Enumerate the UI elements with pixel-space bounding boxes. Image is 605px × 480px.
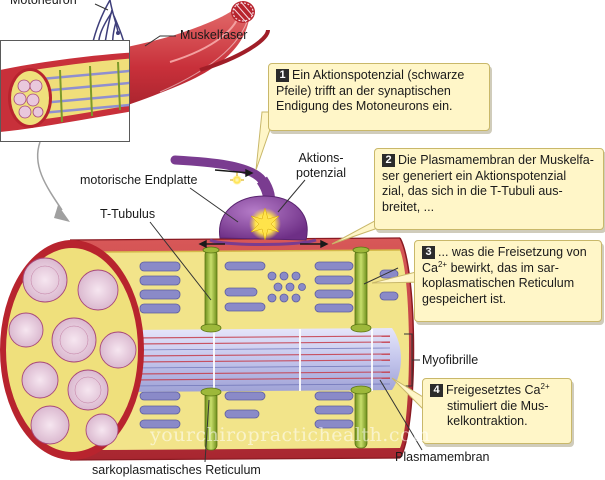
- watermark: yourchiropractichealth.com: [150, 424, 431, 446]
- callout-3-text-2: bewirkt, das im sar-: [450, 260, 559, 275]
- callout-3-ion: Ca: [422, 260, 438, 275]
- motoneuron-label: Motoneuron: [10, 0, 77, 7]
- callout-2-line-3: zial, das sich in die T-Tubuli aus-: [382, 184, 563, 198]
- callout-3-line-1: 3... was die Freisetzung von: [422, 245, 594, 261]
- myofibrille-label: Myofibrille: [422, 353, 479, 367]
- callout-3: 3... was die Freisetzung von Ca2+ bewirk…: [414, 240, 602, 322]
- callout-1-text-1: Ein Aktionspotenzial (schwarze: [292, 68, 465, 82]
- callout-1-line-2: Pfeile) trifft an der synaptischen: [276, 83, 451, 98]
- callout-4-ion-charge: 2+: [540, 381, 550, 391]
- callout-4-line-2: stimuliert die Mus-: [447, 398, 549, 413]
- aktionspotenzial-line-1: Aktions-: [298, 151, 344, 165]
- callout-2-line-2: ser generiert ein Aktionspotenzial: [382, 168, 567, 183]
- muscle-fiber-cylinder: [0, 155, 415, 461]
- callout-4-text-1: Freigesetztes: [446, 383, 522, 397]
- callout-2-text-1: Die Plasmamembran der Muskelfa-: [398, 153, 594, 167]
- callout-3-line-4: gespeichert ist.: [422, 291, 507, 306]
- callout-4-line-3: kelkontraktion.: [447, 414, 528, 428]
- callout-3-line-2: Ca2+ bewirkt, das im sar-: [422, 259, 594, 277]
- plasmamembran-label: Plasmamembran: [395, 450, 490, 464]
- callout-1-line-3: Endigung des Motoneurons ein.: [276, 99, 453, 113]
- aktionspotenzial-label: Aktions- potenzial: [296, 151, 346, 181]
- callout-3-number: 3: [422, 246, 435, 259]
- muskelfaser-label: Muskelfaser: [180, 28, 248, 42]
- sarkoplasmatisches-reticulum-label: sarkoplasmatisches Reticulum: [92, 463, 261, 477]
- leader-lines: [94, 3, 423, 463]
- t-tubulus-label: T-Tubulus: [100, 207, 156, 221]
- callout-2-number: 2: [382, 154, 395, 167]
- callout-3-line-3: koplasmatischen Reticulum: [422, 276, 575, 290]
- callout-4-ion: Ca: [524, 383, 541, 397]
- inset-cross-section: [0, 40, 130, 222]
- callout-1-number: 1: [276, 69, 289, 82]
- callout-3-ion-charge: 2+: [437, 259, 448, 269]
- callout-2-line-4: breitet, ...: [382, 199, 435, 214]
- motorische-endplatte-label: motorische Endplatte: [80, 173, 198, 187]
- callout-4-number: 4: [430, 384, 443, 397]
- callout-3-text-1: ... was die Freisetzung von: [438, 245, 587, 259]
- aktionspotenzial-line-2: potenzial: [296, 166, 347, 180]
